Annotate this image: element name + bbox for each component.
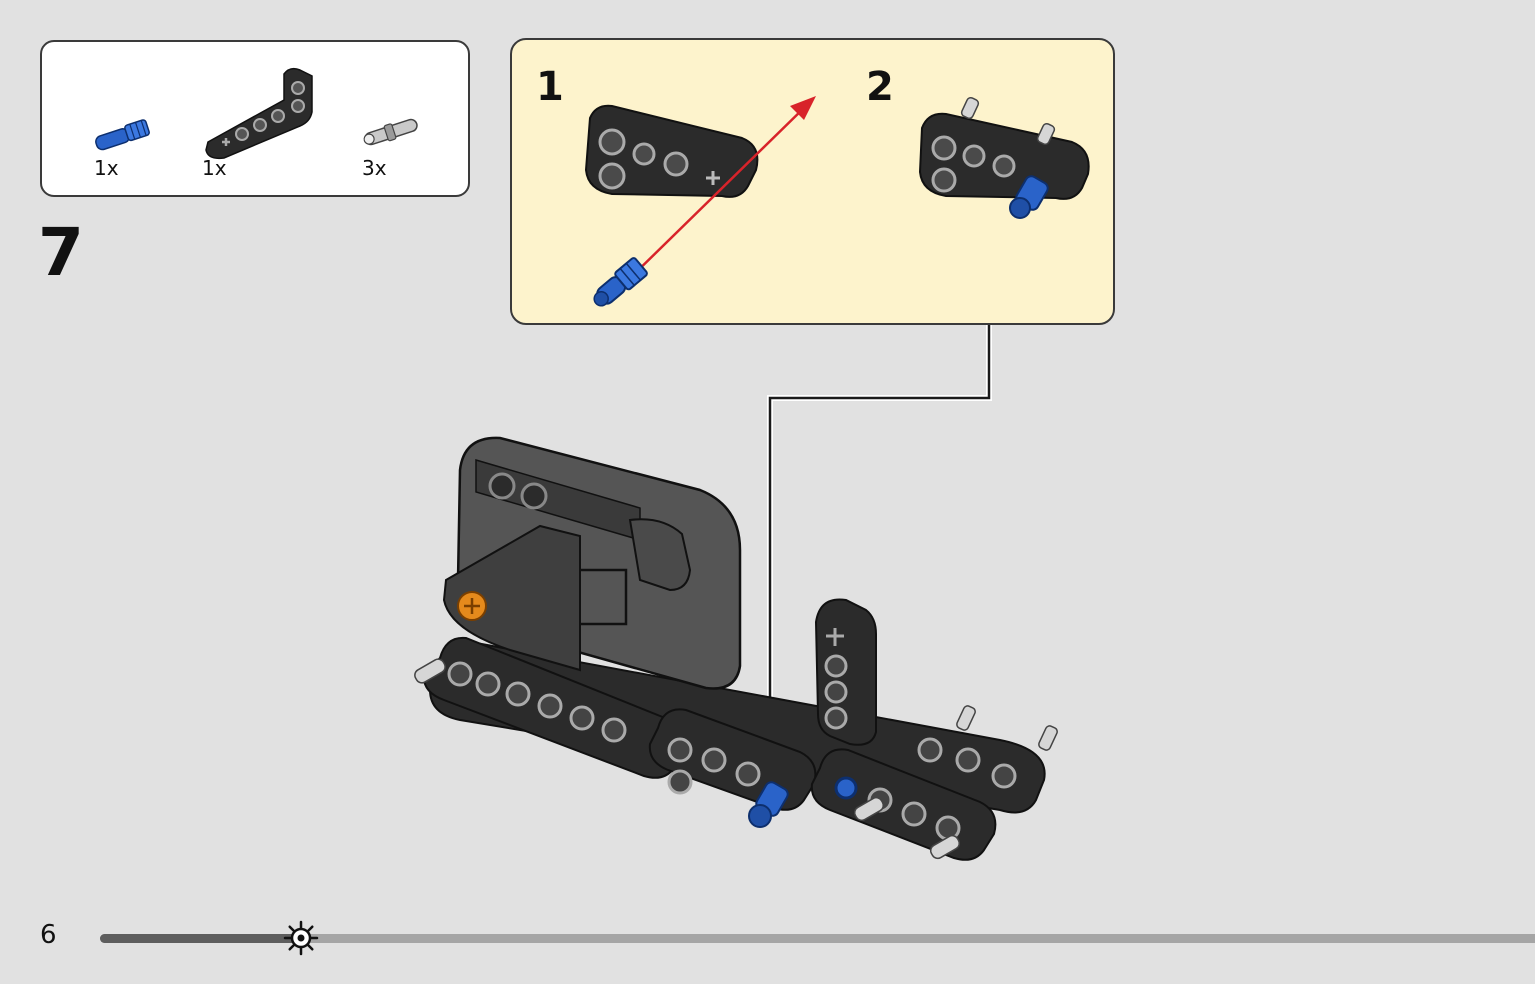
subassembly-callout: 1 2 <box>510 38 1115 325</box>
step-number: 7 <box>38 214 84 291</box>
black-angled-beam-icon <box>205 67 313 160</box>
parts-list-box: 1x 1x 3x <box>40 40 470 197</box>
quantity-label: 1x <box>94 156 119 180</box>
substep-1-illustration <box>584 96 816 307</box>
grey-friction-pin-icon <box>363 118 418 146</box>
progress-fill <box>100 934 301 943</box>
blue-axle-pin-icon <box>95 119 150 151</box>
quantity-label: 1x <box>202 156 227 180</box>
quantity-label: 3x <box>362 156 387 180</box>
substep-number: 1 <box>536 64 564 110</box>
progress-bar <box>100 934 1535 943</box>
gear-icon <box>283 920 319 956</box>
substep-number: 2 <box>866 64 894 110</box>
page-number: 6 <box>40 920 57 950</box>
main-model-illustration <box>414 436 1058 861</box>
substep-2-illustration <box>918 96 1090 219</box>
